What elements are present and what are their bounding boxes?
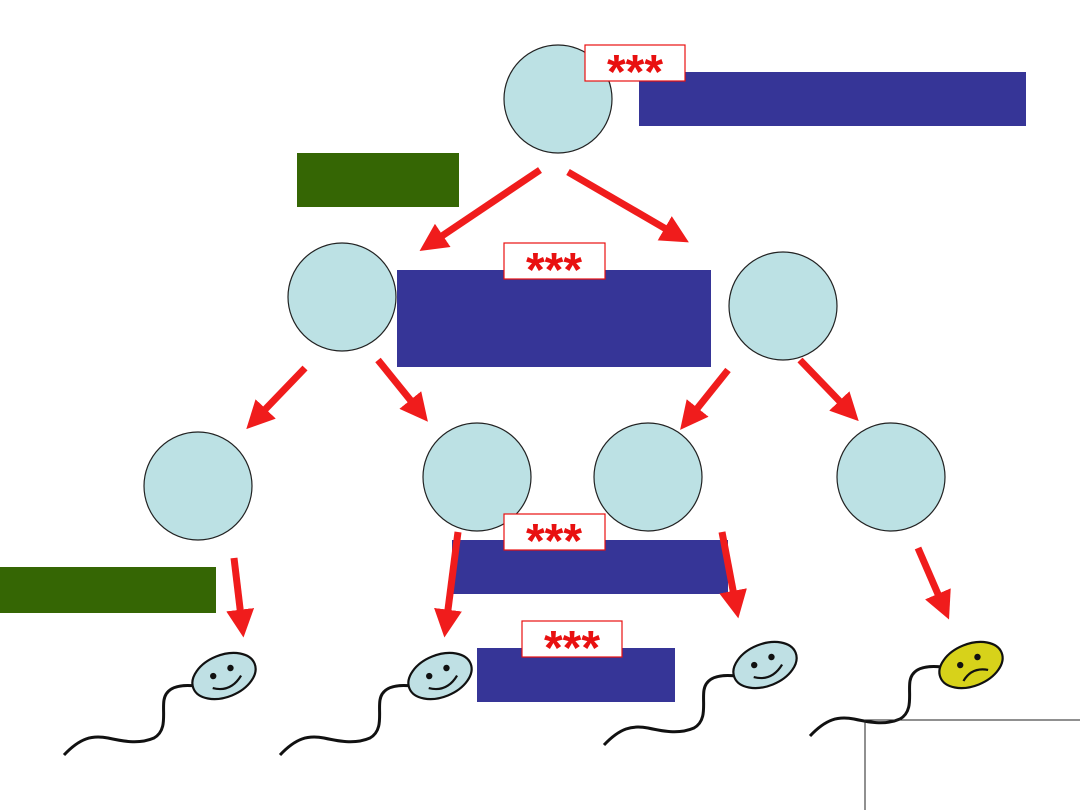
arrow-leaf-3 (718, 531, 747, 619)
node-level2-c (593, 422, 703, 532)
sperm-tail-4 (808, 665, 943, 738)
node-level2-d (836, 422, 946, 532)
middle-blue-box (397, 270, 711, 367)
node-level2-a (143, 431, 253, 541)
happy-face-icon (191, 651, 257, 701)
star-label-lower: *** (503, 513, 606, 568)
arrow-leaf-4 (914, 546, 951, 620)
star-label-top: *** (584, 44, 686, 99)
sperm-1 (62, 651, 257, 757)
sperm-3 (602, 640, 798, 747)
happy-face-icon (732, 640, 798, 690)
arrow-leaf-2 (434, 531, 462, 638)
tree-nodes (143, 44, 946, 541)
arrow-l1-left (246, 365, 308, 430)
arrows (226, 167, 951, 638)
arrow-r1-right (797, 357, 859, 422)
arrow-r1-left (680, 367, 731, 430)
top-blue-box (639, 72, 1026, 126)
star-text-lower: *** (526, 515, 582, 568)
arrow-root-right (566, 168, 689, 243)
node-level2-b (422, 422, 532, 532)
arrow-leaf-1 (226, 557, 255, 638)
sperm-4 (808, 640, 1004, 738)
sperm-2 (278, 651, 473, 757)
top-green-box (297, 153, 459, 207)
sperm-tail-1 (62, 684, 197, 757)
sad-face-icon (938, 640, 1004, 690)
node-level1-right (728, 251, 838, 361)
star-text-bottom: *** (544, 622, 600, 675)
star-text-top: *** (607, 46, 663, 99)
star-label-middle: *** (503, 242, 606, 297)
sperm-tail-2 (278, 684, 413, 757)
corner-frame (864, 719, 1080, 810)
sperm-tail-3 (602, 674, 737, 747)
happy-face-icon (407, 651, 473, 701)
star-label-bottom: *** (521, 620, 623, 675)
arrow-l1-right (375, 357, 428, 422)
node-level1-left (287, 242, 397, 352)
left-green-box (0, 567, 216, 613)
arrow-root-left (419, 167, 542, 252)
star-text-middle: *** (526, 244, 582, 297)
